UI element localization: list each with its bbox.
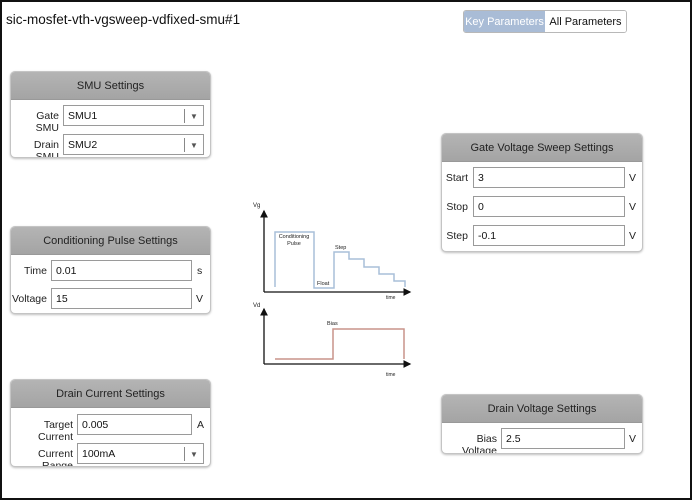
step-label: Step bbox=[446, 230, 468, 242]
drain-current-panel: Drain Current Settings Target Current 0.… bbox=[10, 379, 211, 467]
vd-axis-label: Vd bbox=[253, 303, 260, 309]
stop-label: Stop bbox=[446, 201, 468, 213]
step-label-diagram: Step bbox=[335, 245, 346, 251]
smu-settings-panel: SMU Settings Gate SMU SMU1 ▼ Drain SMU SM… bbox=[10, 71, 211, 158]
bias-voltage-unit: V bbox=[629, 433, 637, 445]
time-unit: s bbox=[197, 265, 203, 277]
time-axis-label: time bbox=[386, 295, 396, 301]
chevron-down-icon[interactable]: ▼ bbox=[184, 138, 203, 152]
target-current-input[interactable]: 0.005 bbox=[77, 414, 192, 435]
step-unit: V bbox=[629, 230, 637, 242]
vg-axis-label: Vg bbox=[253, 203, 260, 209]
tab-key-parameters[interactable]: Key Parameters bbox=[464, 11, 545, 32]
bias-voltage-input[interactable]: 2.5 bbox=[501, 428, 625, 449]
start-label: Start bbox=[445, 172, 468, 184]
pulse-label: Pulse bbox=[287, 241, 301, 247]
gate-voltage-sweep-panel: Gate Voltage Sweep Settings Start 3 V St… bbox=[441, 133, 643, 252]
gate-smu-label: Gate SMU bbox=[35, 110, 59, 134]
current-range-label: Current Range bbox=[37, 448, 73, 467]
target-current-unit: A bbox=[197, 419, 205, 431]
panel-header: Drain Current Settings bbox=[11, 380, 210, 408]
time-input[interactable]: 0.01 bbox=[51, 260, 192, 281]
conditioning-label: Conditioning bbox=[279, 234, 310, 240]
float-label: Float bbox=[317, 281, 330, 287]
panel-header: Gate Voltage Sweep Settings bbox=[442, 134, 642, 162]
stop-input[interactable]: 0 bbox=[473, 196, 625, 217]
target-current-label: Target Current bbox=[37, 419, 73, 443]
drain-smu-label: Drain SMU bbox=[33, 139, 59, 158]
start-unit: V bbox=[629, 172, 637, 184]
vd-waveform bbox=[275, 328, 405, 360]
time-label: Time bbox=[24, 265, 47, 277]
drain-smu-select[interactable]: SMU2 ▼ bbox=[63, 134, 204, 155]
bias-label-diagram: Bias bbox=[327, 321, 338, 327]
chevron-down-icon[interactable]: ▼ bbox=[184, 109, 203, 123]
current-range-select[interactable]: 100mA ▼ bbox=[77, 443, 204, 464]
gate-smu-select[interactable]: SMU1 ▼ bbox=[63, 105, 204, 126]
step-input[interactable]: -0.1 bbox=[473, 225, 625, 246]
panel-header: Conditioning Pulse Settings bbox=[11, 227, 210, 255]
voltage-input[interactable]: 15 bbox=[51, 288, 192, 309]
tab-all-parameters[interactable]: All Parameters bbox=[545, 11, 626, 32]
bias-voltage-label: Bias Voltage bbox=[461, 433, 497, 454]
chevron-down-icon[interactable]: ▼ bbox=[184, 447, 203, 461]
time-axis-label: time bbox=[386, 372, 396, 378]
conditioning-pulse-panel: Conditioning Pulse Settings Time 0.01 s … bbox=[10, 226, 211, 314]
current-range-value: 100mA bbox=[82, 447, 116, 460]
vg-waveform bbox=[274, 231, 406, 289]
view-toggle: Key Parameters All Parameters bbox=[463, 10, 627, 33]
page-title: sic-mosfet-vth-vgsweep-vdfixed-smu#1 bbox=[6, 12, 241, 27]
drain-smu-value: SMU2 bbox=[68, 138, 98, 151]
waveform-diagram: Vg Conditioning Pulse Float Step time Vd… bbox=[253, 203, 412, 378]
gate-smu-value: SMU1 bbox=[68, 109, 98, 122]
panel-header: Drain Voltage Settings bbox=[442, 395, 642, 423]
stop-unit: V bbox=[629, 201, 637, 213]
voltage-unit: V bbox=[196, 293, 204, 305]
panel-header: SMU Settings bbox=[11, 72, 210, 100]
drain-voltage-panel: Drain Voltage Settings Bias Voltage 2.5 … bbox=[441, 394, 643, 454]
voltage-label: Voltage bbox=[11, 293, 47, 305]
start-input[interactable]: 3 bbox=[473, 167, 625, 188]
